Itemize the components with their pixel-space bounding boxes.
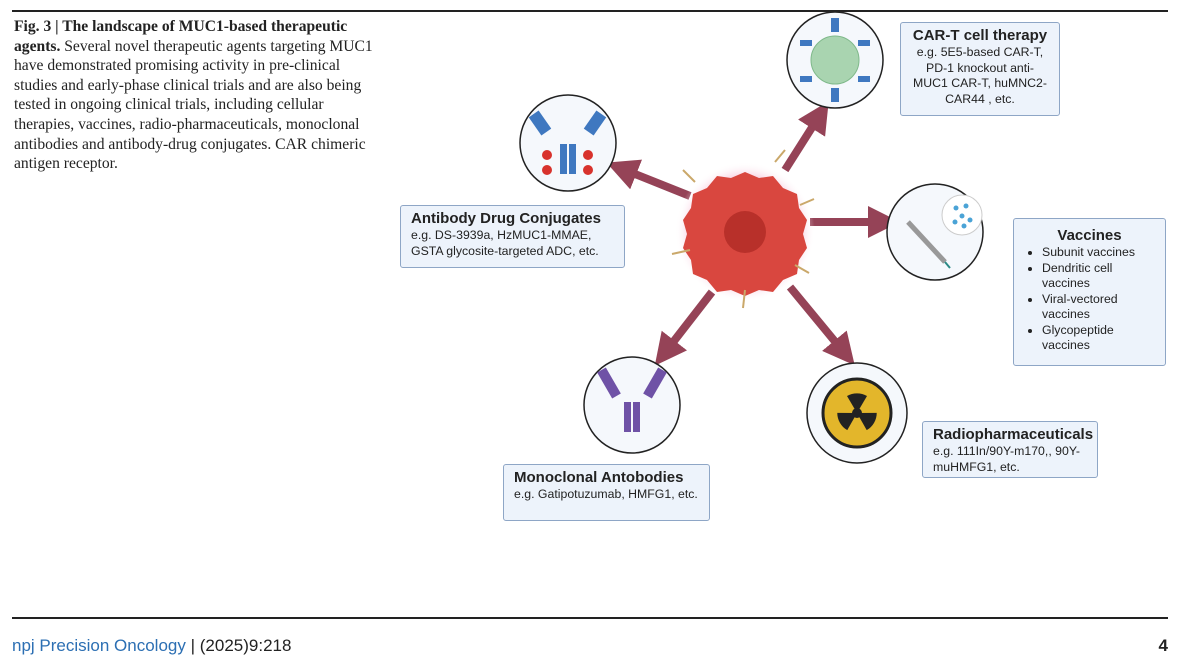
figure-caption: Fig. 3 | The landscape of MUC1-based the… xyxy=(14,17,384,174)
arrow-to-adc xyxy=(606,159,692,200)
vaccine-item: Viral-vectored vaccines xyxy=(1042,292,1155,323)
arrow-to-radio xyxy=(786,284,855,366)
car-t-body: e.g. 5E5-based CAR-T, PD-1 knockout anti… xyxy=(913,45,1047,106)
tumor-cell xyxy=(671,149,815,309)
adc-body: e.g. DS-3939a, HzMUC1-MMAE, GSTA glycosi… xyxy=(411,228,599,258)
car-t-title: CAR-T cell therapy xyxy=(912,27,1048,44)
caption-label: Fig. 3 | The landscape of MUC1-based the… xyxy=(14,18,348,55)
vaccines-list: Subunit vaccines Dendritic cell vaccines… xyxy=(1024,245,1155,354)
radiation-icon xyxy=(806,362,908,464)
arrow-to-car-t xyxy=(781,101,829,173)
antibody-icon xyxy=(583,356,681,454)
monoclonal-body: e.g. Gatipotuzumab, HMFG1, etc. xyxy=(514,487,698,501)
footer: npj Precision Oncology | (2025)9:218 4 xyxy=(12,636,1168,656)
arrow-to-monoclonal xyxy=(654,289,716,366)
syringe-icon xyxy=(886,183,984,281)
top-rule xyxy=(12,10,1168,12)
monoclonal-title: Monoclonal Antobodies xyxy=(514,469,684,486)
bottom-rule xyxy=(12,617,1168,619)
car-t-box: CAR-T cell therapy e.g. 5E5-based CAR-T,… xyxy=(900,22,1060,116)
citation: | (2025)9:218 xyxy=(190,636,292,655)
vaccines-title: Vaccines xyxy=(1057,227,1122,244)
radio-box: Radiopharmaceuticals e.g. 111In/90Y-m170… xyxy=(922,421,1098,478)
page-number: 4 xyxy=(1158,636,1168,655)
vaccine-item: Subunit vaccines xyxy=(1042,245,1155,261)
radio-body: e.g. 111In/90Y-m170,, 90Y-muHMFG1, etc. xyxy=(933,444,1080,474)
adc-box: Antibody Drug Conjugates e.g. DS-3939a, … xyxy=(400,205,625,268)
vaccine-item: Dendritic cell vaccines xyxy=(1042,261,1155,292)
journal-name[interactable]: npj Precision Oncology xyxy=(12,636,186,655)
monoclonal-box: Monoclonal Antobodies e.g. Gatipotuzumab… xyxy=(503,464,710,521)
antibody-drug-conjugate-icon xyxy=(519,94,617,192)
vaccine-item: Glycopeptide vaccines xyxy=(1042,323,1155,354)
arrows xyxy=(606,101,900,366)
vaccines-box: Vaccines Subunit vaccines Dendritic cell… xyxy=(1013,218,1166,366)
caption-text: Several novel therapeutic agents targeti… xyxy=(14,37,373,173)
adc-title: Antibody Drug Conjugates xyxy=(411,210,601,227)
radio-title: Radiopharmaceuticals xyxy=(933,426,1094,443)
car-t-cell-icon xyxy=(786,11,884,109)
